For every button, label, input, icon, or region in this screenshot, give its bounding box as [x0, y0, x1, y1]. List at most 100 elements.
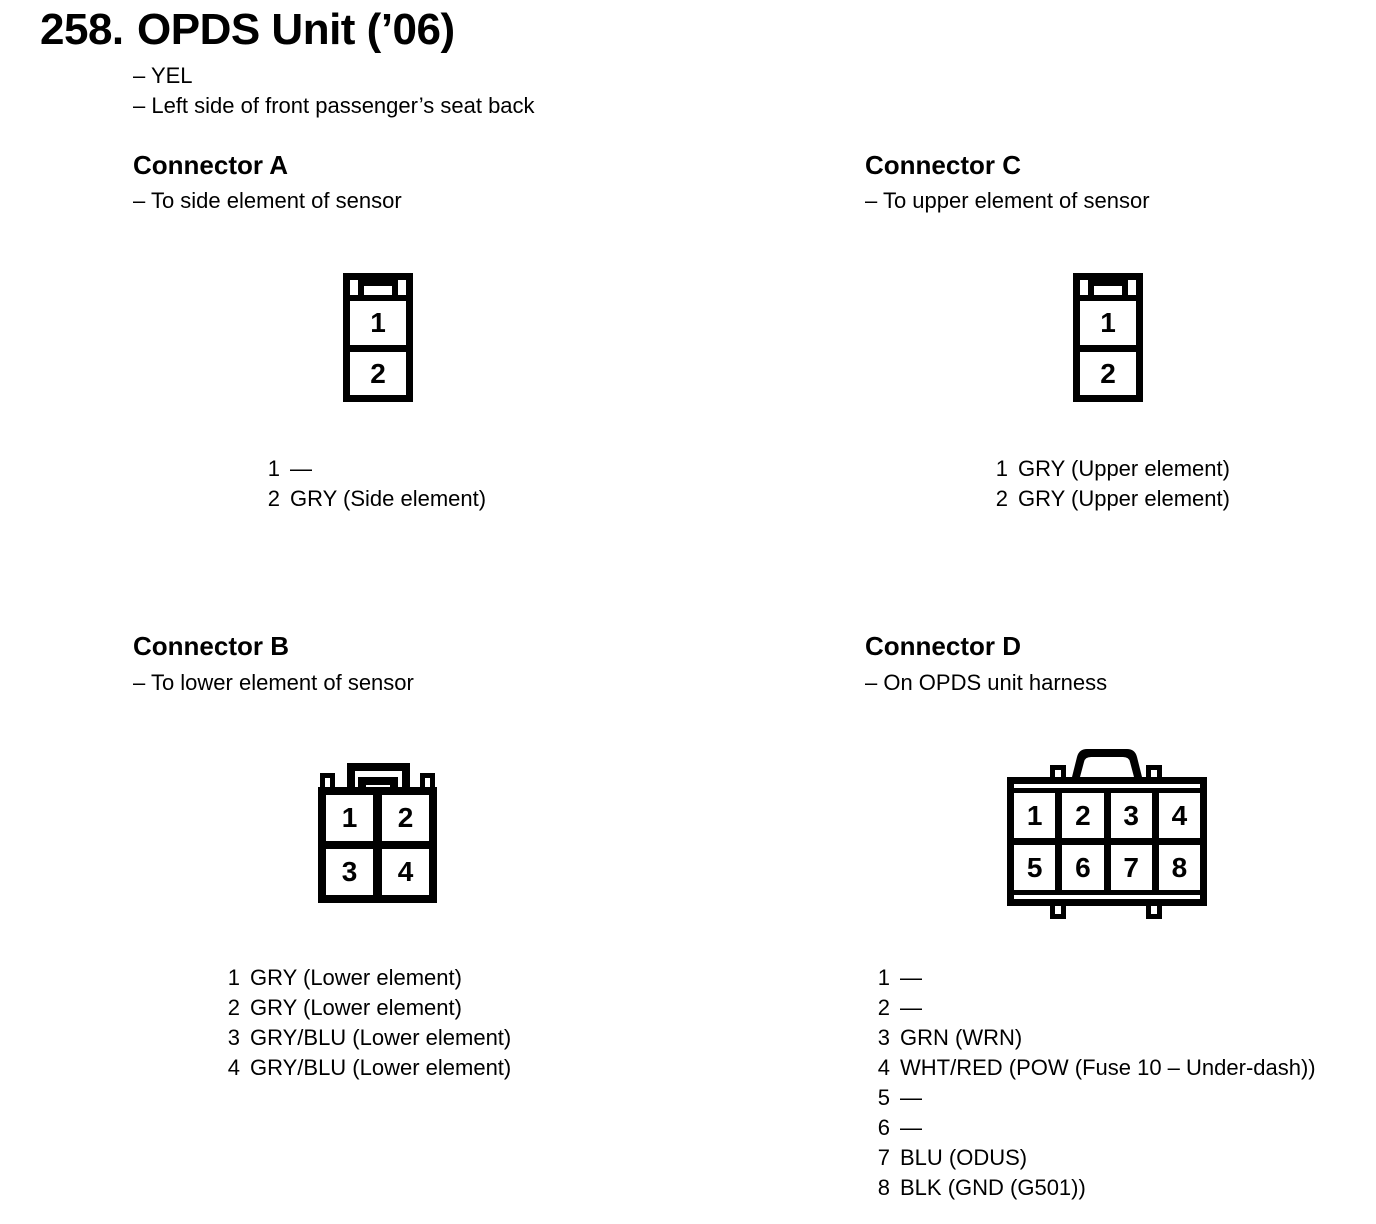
pin-wire-label: — — [900, 1085, 922, 1110]
pin-number: 3 — [877, 1025, 890, 1050]
pin-number: 2 — [227, 995, 240, 1020]
connector-c-diagram: 1 2 — [1073, 273, 1143, 402]
pin-cavity-6: 6 — [1062, 845, 1104, 890]
pin-cavity-1: 1 — [326, 795, 373, 841]
connector-lock-tab — [1072, 749, 1142, 777]
pin-cavity-2: 2 — [1080, 352, 1136, 395]
pin-wire-label: GRY (Lower element) — [250, 995, 462, 1020]
pin-cavity-3: 3 — [326, 849, 373, 895]
pin-wire-label: GRY (Lower element) — [250, 965, 462, 990]
pin-cavity-1: 1 — [350, 301, 406, 345]
pin-row: 7 BLU (ODUS) — [872, 1143, 1316, 1173]
pin-number: 2 — [995, 486, 1008, 511]
pin-row: 2 GRY (Side element) — [262, 484, 486, 514]
connector-lock-tab — [1088, 280, 1128, 295]
connector-a-heading: Connector A — [133, 150, 289, 180]
pin-wire-label: — — [290, 456, 312, 481]
pin-number: 1 — [227, 965, 240, 990]
pin-row: 1 — — [262, 454, 486, 484]
pin-number: 1 — [877, 965, 890, 990]
connector-body: 1 2 3 4 5 6 7 8 — [1007, 777, 1207, 906]
pin-cavity-8: 8 — [1158, 845, 1200, 890]
pin-wire-label: BLK (GND (G501)) — [900, 1175, 1086, 1200]
pin-cavity-4: 4 — [1158, 793, 1200, 838]
pin-row: 8 BLK (GND (G501)) — [872, 1173, 1316, 1203]
pin-number: 2 — [267, 486, 280, 511]
pin-row: 4 WHT/RED (POW (Fuse 10 – Under-dash)) — [872, 1053, 1316, 1083]
pin-row: 3 GRN (WRN) — [872, 1023, 1316, 1053]
connector-d-diagram: 1 2 3 4 5 6 7 8 — [1007, 749, 1207, 919]
page-title: OPDS Unit (’06) — [137, 5, 455, 54]
connector-b-pinlist: 1 GRY (Lower element) 2 GRY (Lower eleme… — [222, 963, 512, 1083]
pin-wire-label: GRY (Upper element) — [1018, 486, 1230, 511]
connector-b-diagram: 1 2 3 4 — [318, 763, 437, 903]
connector-rim — [1014, 784, 1200, 788]
pin-number: 2 — [877, 995, 890, 1020]
connector-tab — [1050, 765, 1066, 779]
pin-number: 3 — [227, 1025, 240, 1050]
pin-number: 1 — [267, 456, 280, 481]
connector-body: 1 2 3 4 — [318, 787, 437, 903]
connector-lock-tab — [358, 280, 398, 295]
connector-c-pinlist: 1 GRY (Upper element) 2 GRY (Upper eleme… — [990, 454, 1230, 514]
pin-cavity-4: 4 — [382, 849, 429, 895]
pin-row: 2 GRY (Upper element) — [990, 484, 1230, 514]
connector-rim — [1014, 895, 1200, 899]
pin-cavity-1: 1 — [1014, 793, 1056, 838]
pin-wire-label: GRY/BLU (Lower element) — [250, 1055, 512, 1080]
pin-number: 8 — [877, 1175, 890, 1200]
pin-cavity-grid: 1 2 3 4 5 6 7 8 — [1014, 793, 1200, 890]
pin-row: 4 GRY/BLU (Lower element) — [222, 1053, 512, 1083]
pin-wire-label: — — [900, 1115, 922, 1140]
pin-cavity-3: 3 — [1110, 793, 1152, 838]
pin-wire-label: — — [900, 995, 922, 1020]
connector-tab — [1146, 765, 1162, 779]
pin-wire-label: GRY (Upper element) — [1018, 456, 1230, 481]
connector-a-pinlist: 1 — 2 GRY (Side element) — [262, 454, 486, 514]
connector-notch — [420, 773, 435, 789]
pin-cavity-7: 7 — [1110, 845, 1152, 890]
pin-row: 3 GRY/BLU (Lower element) — [222, 1023, 512, 1053]
connector-d-heading: Connector D — [865, 631, 1021, 661]
page-title-number: 258. — [40, 5, 124, 54]
connector-d-subtitle: – On OPDS unit harness — [865, 670, 1108, 695]
pin-number: 4 — [227, 1055, 240, 1080]
pin-number: 6 — [877, 1115, 890, 1140]
pin-row: 2 GRY (Lower element) — [222, 993, 511, 1023]
note-line: – Left side of front passenger’s seat ba… — [133, 93, 535, 118]
pin-wire-label: BLU (ODUS) — [900, 1145, 1028, 1170]
pin-wire-label: — — [900, 965, 922, 990]
pin-row: 1 — — [872, 963, 1316, 993]
pin-number: 7 — [877, 1145, 890, 1170]
pin-cavity-2: 2 — [1062, 793, 1104, 838]
connector-tab — [1146, 906, 1162, 919]
pin-cavity-2: 2 — [350, 352, 406, 395]
pin-row: 6 — — [872, 1113, 1316, 1143]
pin-wire-label: GRN (WRN) — [900, 1025, 1023, 1050]
pin-cavity-1: 1 — [1080, 301, 1136, 345]
pin-wire-label: GRY (Side element) — [290, 486, 487, 511]
pin-number: 4 — [877, 1055, 890, 1080]
pin-number: 5 — [877, 1085, 890, 1110]
connector-lock-tab-inner — [358, 777, 398, 789]
pin-row: 1 GRY (Upper element) — [990, 454, 1230, 484]
connector-notch — [320, 773, 335, 789]
connector-d-pinlist: 1 — 2 — 3 GRN (WRN) 4 WHT/RED (POW (Fuse… — [872, 963, 1316, 1203]
connector-b-heading: Connector B — [133, 631, 289, 661]
connector-lock-tab — [347, 763, 410, 789]
connector-a-subtitle: – To side element of sensor — [133, 188, 402, 213]
page-title-row: 258. OPDS Unit (’06) — [40, 4, 455, 56]
note-line: – YEL — [133, 63, 193, 88]
pin-wire-label: WHT/RED (POW (Fuse 10 – Under-dash)) — [900, 1055, 1316, 1080]
connector-a-diagram: 1 2 — [343, 273, 413, 402]
pin-row: 5 — — [872, 1083, 1316, 1113]
pin-cavity-5: 5 — [1014, 845, 1056, 890]
pin-number: 1 — [995, 456, 1008, 481]
pin-row: 1 GRY (Lower element) — [222, 963, 511, 993]
connector-c-subtitle: – To upper element of sensor — [865, 188, 1150, 213]
connector-tab — [1050, 906, 1066, 919]
pin-cavity-2: 2 — [382, 795, 429, 841]
pin-row: 2 — — [872, 993, 1316, 1023]
connector-c-heading: Connector C — [865, 150, 1021, 180]
location-notes: – YEL – Left side of front passenger’s s… — [133, 61, 535, 121]
